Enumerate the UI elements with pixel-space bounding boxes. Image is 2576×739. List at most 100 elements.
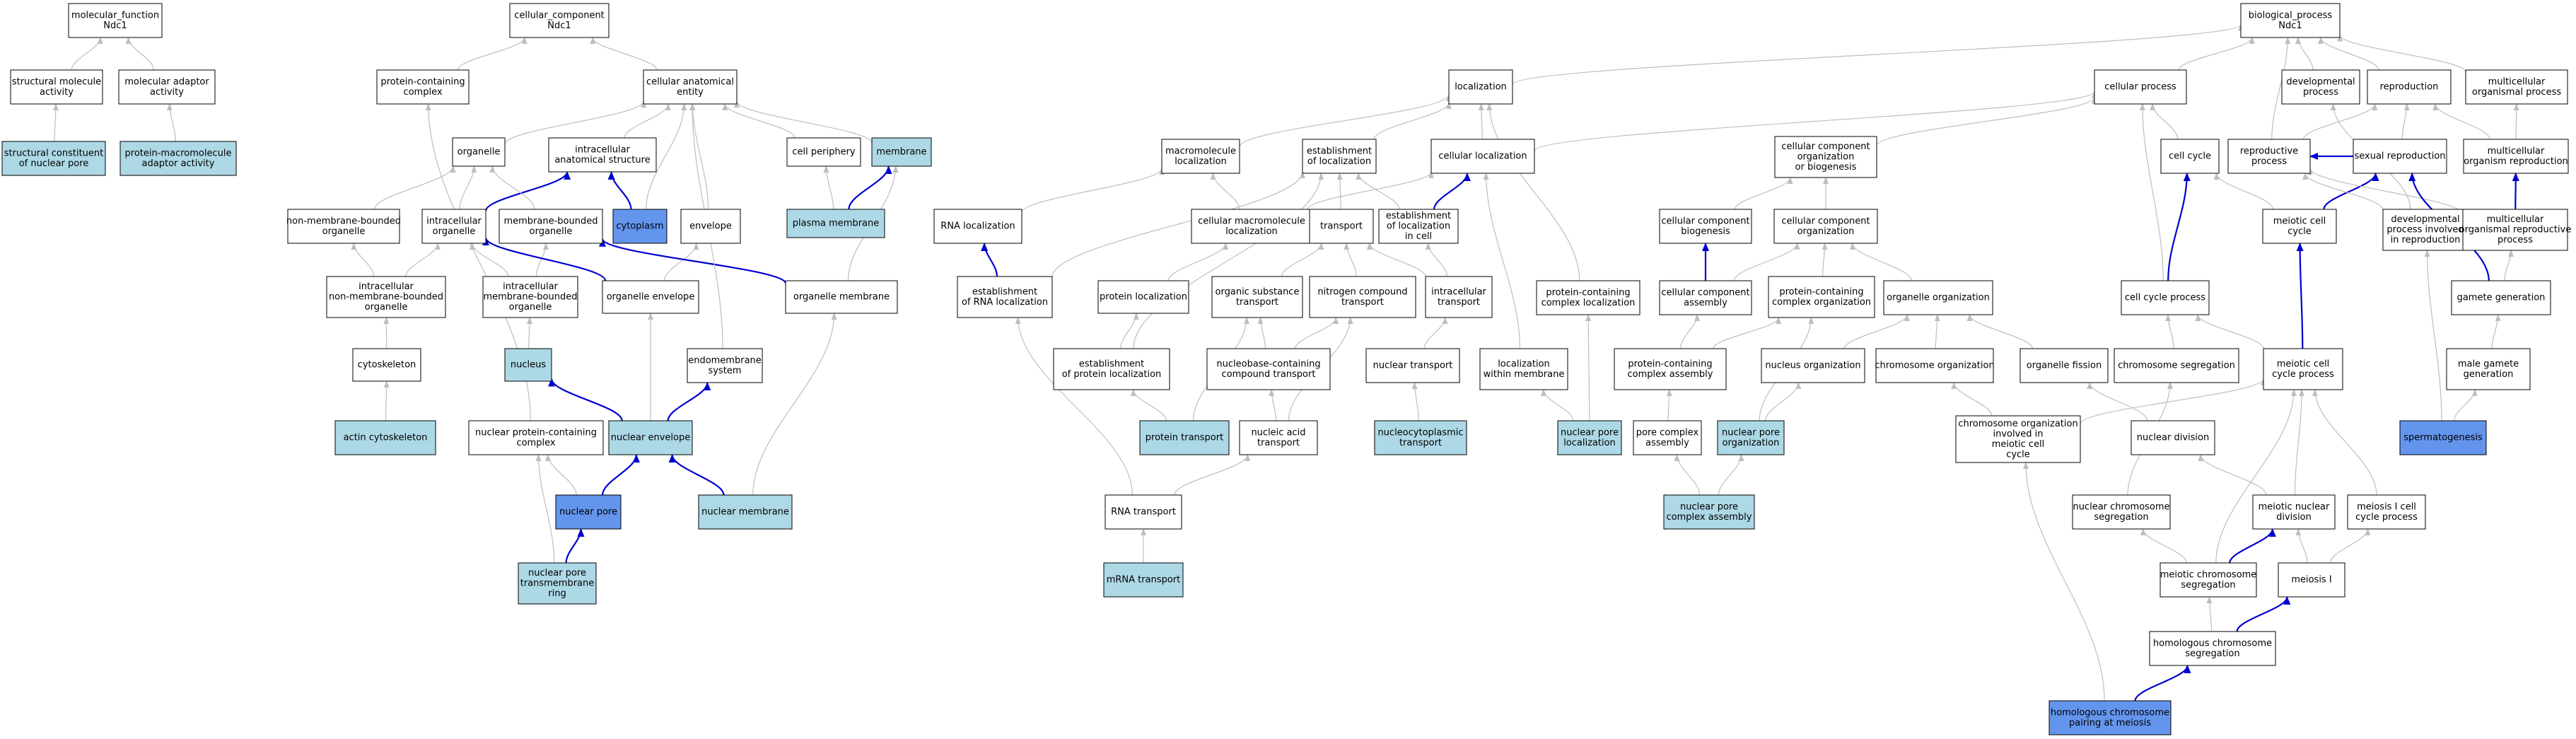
- node-label: establishment: [1307, 146, 1372, 156]
- node-label: pairing at meiosis: [2069, 718, 2151, 728]
- node-label: organelle: [433, 226, 476, 237]
- node-box: [1053, 348, 1170, 390]
- edge-env-to-cae: [689, 103, 709, 210]
- node-label: entity: [677, 87, 704, 98]
- node-acsk: actin cytoskeleton: [334, 420, 436, 455]
- node-box: [2048, 700, 2172, 735]
- edge-morp-to-mor: [2512, 173, 2519, 210]
- node-box: [2347, 494, 2426, 530]
- node-box: [1191, 209, 1312, 244]
- edge-nctr-to-ntr: [1411, 382, 1419, 421]
- node-label: localization: [1225, 226, 1278, 237]
- edge-nptr-to-npcc: [535, 454, 555, 564]
- node-box: [2281, 69, 2360, 105]
- edge-gg-to-morp: [2504, 250, 2514, 281]
- node-label: nuclear pore: [1680, 501, 1738, 512]
- node-label: system: [709, 366, 742, 376]
- node-box: [1663, 494, 1755, 530]
- node-label: establishment: [1079, 359, 1144, 369]
- node-label: organization: [1797, 226, 1855, 237]
- node-label: organism reproduction: [2464, 156, 2568, 167]
- node-label: of nuclear pore: [19, 158, 89, 169]
- edge-mcs-to-ncs: [2140, 528, 2187, 564]
- node-label: biological_process: [2249, 10, 2333, 21]
- node-label: complex: [516, 438, 555, 448]
- node-label: complex: [403, 87, 442, 98]
- node-label: actin cytoskeleton: [344, 433, 428, 443]
- node-box: [2114, 348, 2239, 383]
- node-label: within membrane: [1484, 369, 1565, 380]
- node-label: complex assembly: [1667, 512, 1752, 523]
- node-label: nuclear pore: [559, 507, 617, 518]
- edge-nptr-to-npore: [565, 528, 585, 564]
- node-box: [871, 137, 932, 167]
- node-box: [2367, 69, 2452, 105]
- node-label: organelle membrane: [793, 292, 890, 303]
- node-box: [2263, 348, 2343, 390]
- node-tr: transport: [1309, 209, 1374, 244]
- node-label: chromosome organization: [1875, 361, 1994, 371]
- edge-mccp-to-mcc: [2296, 243, 2304, 349]
- node-label: cell cycle process: [2125, 293, 2205, 303]
- edge-nmbo-to-org: [374, 165, 456, 210]
- node-box: [2227, 139, 2311, 174]
- node-label: segregation: [2181, 580, 2235, 590]
- node-label: protein-containing: [1546, 287, 1630, 298]
- node-label: Ndc1: [103, 21, 127, 31]
- node-pmem: plasma membrane: [786, 209, 885, 238]
- node-oenv: organelle envelope: [602, 280, 699, 314]
- node-box: [2252, 494, 2336, 530]
- node-box: [2463, 139, 2569, 174]
- edge-cp-to-bp: [2178, 37, 2255, 71]
- node-box: [2131, 420, 2215, 455]
- edge-erl-to-rnal: [981, 243, 998, 277]
- edge-npo-to-nuo: [1765, 382, 1802, 421]
- node-rnal: RNA localization: [933, 209, 1022, 244]
- node-box: [287, 209, 400, 244]
- node-box: [1883, 280, 1993, 315]
- node-box: [957, 276, 1053, 318]
- edge-omem-to-mbo: [599, 238, 787, 284]
- node-box: [1, 141, 106, 176]
- node-box: [2353, 139, 2447, 174]
- node-box: [1206, 348, 1331, 390]
- edge-mgg-to-gg: [2491, 314, 2501, 349]
- node-label: organismal process: [2472, 87, 2561, 98]
- node-label: molecular_function: [71, 10, 159, 21]
- edge-rnat-to-nat: [1174, 454, 1251, 496]
- node-box: [1139, 420, 1230, 455]
- edge-ias-to-cae: [624, 103, 671, 139]
- node-box: [2382, 209, 2469, 251]
- node-box: [785, 280, 898, 314]
- node-label: chromosome organization: [1958, 419, 2077, 429]
- node-label: macromolecule: [1165, 146, 1236, 156]
- node-box: [518, 562, 597, 605]
- edge-inmbo-to-io: [405, 243, 441, 277]
- node-box: [2462, 209, 2568, 251]
- node-label: process: [2303, 87, 2338, 98]
- node-box: [1309, 276, 1416, 318]
- node-cs: chromosome segregation: [2114, 348, 2239, 383]
- node-box: [612, 209, 668, 244]
- node-label: segregation: [2185, 648, 2239, 659]
- node-label: spermatogenesis: [2403, 433, 2483, 443]
- node-label: of localization: [1307, 156, 1371, 167]
- node-box: [2020, 348, 2109, 383]
- node-label: cycle process: [2272, 369, 2334, 380]
- node-cper: cell periphery: [786, 137, 861, 167]
- edge-mml-to-loc: [1239, 94, 1452, 147]
- node-label: Ndc1: [2278, 21, 2302, 31]
- node-label: developmental: [2391, 214, 2459, 225]
- edge-mor-to-mop: [2513, 103, 2519, 140]
- edge-nenv-to-nuc: [548, 378, 623, 421]
